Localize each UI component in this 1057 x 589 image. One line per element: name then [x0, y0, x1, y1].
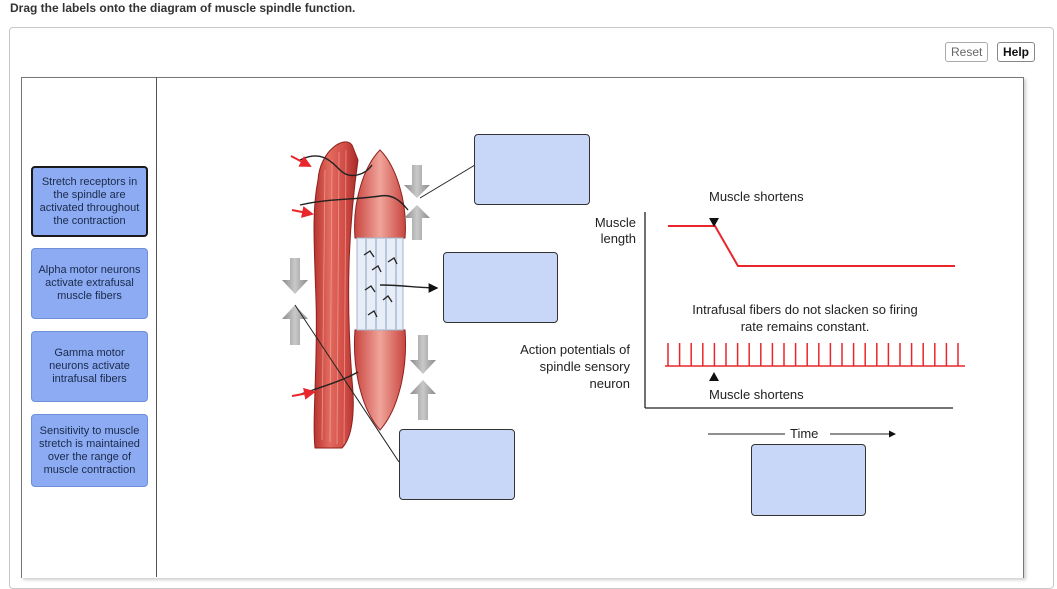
- time-axis-label: Time: [790, 426, 819, 441]
- action-potentials-label: Action potentials of spindle sensory neu…: [520, 342, 630, 391]
- muscle-shortens-top-label: Muscle shortens: [709, 189, 804, 204]
- drop-zone-extrafusal[interactable]: [399, 429, 515, 500]
- intrafusal-note-label: Intrafusal fibers do not slacken so firi…: [692, 302, 918, 334]
- drop-zone-sensory-neuron[interactable]: [443, 252, 558, 323]
- muscle-shortens-bottom-label: Muscle shortens: [709, 387, 804, 402]
- panel-divider: [156, 77, 157, 577]
- reset-button[interactable]: Reset: [945, 42, 989, 62]
- draggable-label-gamma-motor[interactable]: Gamma motor neurons activate intrafusal …: [31, 331, 148, 402]
- muscle-length-label: Muscle length: [594, 215, 636, 246]
- draggable-label-sensitivity[interactable]: Sensitivity to muscle stretch is maintai…: [31, 414, 148, 487]
- drop-zone-spindle-top[interactable]: [474, 134, 590, 205]
- drop-zone-graph[interactable]: [751, 444, 866, 516]
- help-button[interactable]: Help: [997, 42, 1036, 62]
- draggable-label-alpha-motor[interactable]: Alpha motor neurons activate extrafusal …: [31, 248, 148, 319]
- instructions-text: Drag the labels onto the diagram of musc…: [10, 1, 356, 15]
- draggable-label-stretch-receptors[interactable]: Stretch receptors in the spindle are act…: [31, 166, 148, 237]
